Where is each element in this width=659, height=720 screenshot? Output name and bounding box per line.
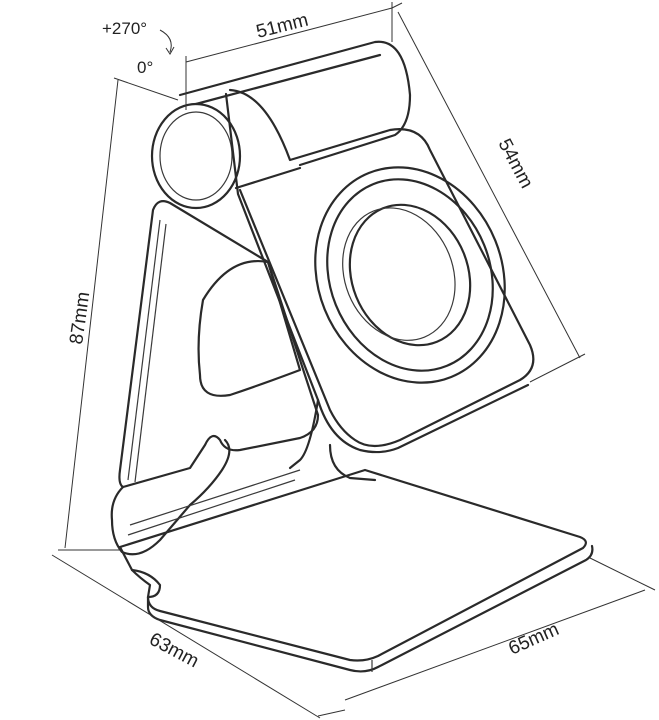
width-top-label: 51mm xyxy=(254,10,310,43)
back-support xyxy=(110,200,320,556)
hinge-barrel xyxy=(150,40,412,210)
base-width-label: 63mm xyxy=(146,629,202,672)
front-plate xyxy=(224,88,535,482)
rotation-max-label: +270° xyxy=(102,19,147,38)
height-label: 87mm xyxy=(66,290,94,345)
rotation-min-label: 0° xyxy=(137,58,153,77)
dimension-lines xyxy=(51,2,656,719)
base-plate xyxy=(118,468,594,673)
base-depth-label: 65mm xyxy=(505,619,562,660)
depth-top-label: 54mm xyxy=(494,135,537,191)
